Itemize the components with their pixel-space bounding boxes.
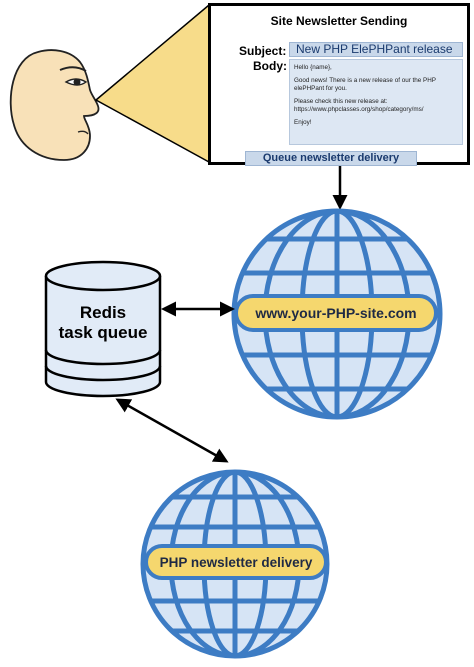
body-line-greeting: Hello {name},: [294, 64, 332, 71]
site-label: www.your-PHP-site.com: [254, 305, 416, 321]
redis-queue-cylinder-icon: [44, 260, 162, 398]
redis-label-line2: task queue: [59, 323, 148, 342]
newsletter-form-window: Site Newsletter Sending Subject: New PHP…: [208, 3, 470, 166]
site-label-pill: [234, 294, 438, 332]
body-line-link: Please check this new release at: https:…: [294, 98, 424, 113]
body-line-news: Good news! There is a new release of our…: [294, 77, 436, 92]
body-label: Body:: [253, 59, 287, 73]
delivery-label: PHP newsletter delivery: [160, 555, 313, 570]
form-title: Site Newsletter Sending: [270, 14, 408, 28]
subject-label: Subject:: [239, 44, 287, 58]
subject-field[interactable]: New PHP ElePHPant release: [289, 42, 463, 57]
viewer-head-icon: [9, 49, 100, 161]
vision-beam-shape: [94, 3, 210, 164]
queue-delivery-button[interactable]: Queue newsletter delivery: [245, 151, 417, 166]
body-field[interactable]: Hello {name}, Good news! There is a new …: [289, 59, 463, 145]
body-line-signoff: Enjoy!: [294, 119, 312, 126]
delivery-label-pill: [144, 544, 328, 580]
queue-delivery-arrow: [115, 398, 229, 463]
redis-label-line1: Redis: [80, 303, 126, 322]
